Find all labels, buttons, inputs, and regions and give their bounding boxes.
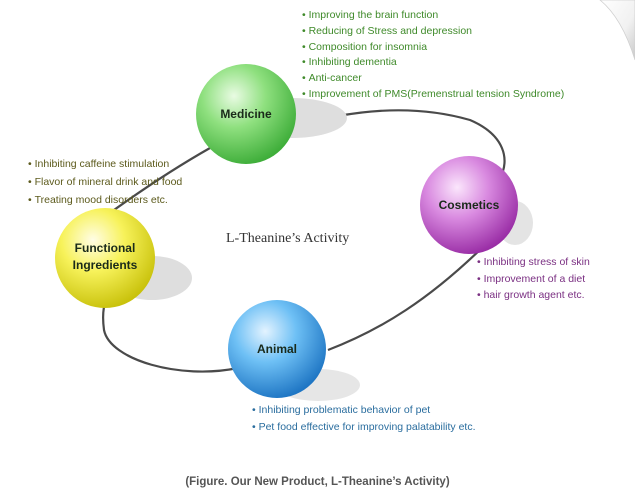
list-item: Inhibiting dementia [302,55,564,71]
list-item: Inhibiting caffeine stimulation [28,155,182,173]
list-item: Improvement of a diet [477,271,590,288]
list-item: Inhibiting problematic behavior of pet [252,402,476,419]
functional-label: Functional Ingredients [55,240,155,274]
medicine-node [196,64,296,164]
figure-caption: (Figure. Our New Product, L-Theanine’s A… [185,476,450,488]
medicine-label: Medicine [220,107,272,121]
list-item: Pet food effective for improving palatab… [252,419,476,436]
animal-list: Inhibiting problematic behavior of pet P… [252,402,476,436]
list-item: Composition for insomnia [302,40,564,56]
list-item: Inhibiting stress of skin [477,254,590,271]
animal-node [228,300,326,398]
list-item: Reducing of Stress and depression [302,24,564,40]
cycle-path [83,109,506,373]
functional-label-line-1: Functional [74,241,136,255]
cosmetics-node [420,156,518,254]
center-title: L-Theanine’s Activity [226,231,350,246]
animal-label: Animal [256,342,297,356]
cosmetics-label: Cosmetics [438,198,500,212]
list-item: Improving the brain function [302,8,564,24]
list-item: Treating mood disorders etc. [28,191,182,209]
page-curl [599,0,635,61]
functional-label-line-2: Ingredients [72,258,138,272]
medicine-list: Improving the brain function Reducing of… [302,8,565,103]
functional-node [55,208,155,308]
list-item: Improvement of PMS(Premenstrual tension … [302,87,565,103]
cosmetics-list: Inhibiting stress of skin Improvement of… [477,254,590,304]
list-item: Anti-cancer [302,71,564,87]
list-item: hair growth agent etc. [477,287,590,304]
list-item: Flavor of mineral drink and food [28,173,183,191]
functional-list: Inhibiting caffeine stimulation Flavor o… [28,155,183,209]
